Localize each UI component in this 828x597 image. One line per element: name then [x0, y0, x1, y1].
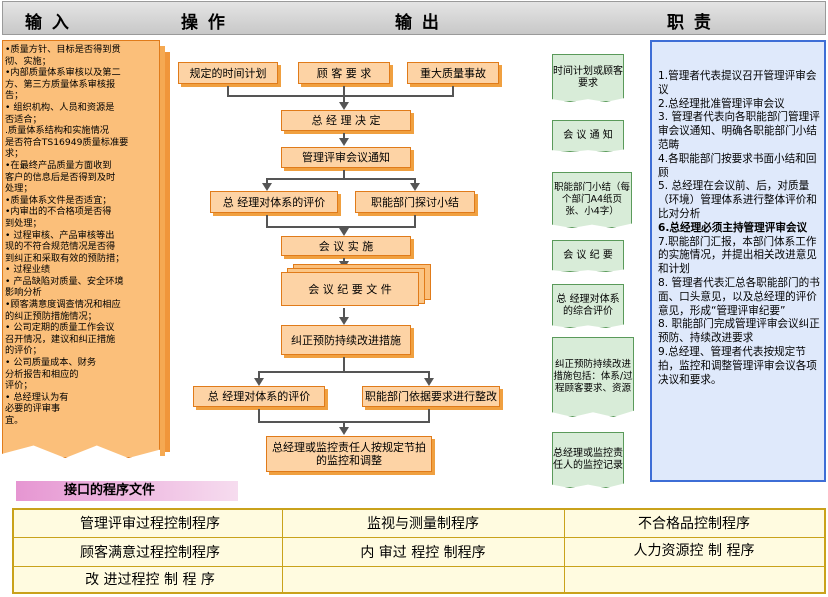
- arrow-head: [339, 102, 349, 110]
- trigger-schedule: 规定的时间计划: [178, 62, 278, 84]
- connector: [343, 258, 345, 262]
- trigger-quality-incident: 重大质量事故: [407, 62, 499, 84]
- output-gm-evaluation: 总 经理对体系的综合评价: [552, 284, 624, 328]
- responsibility-item: 1.管理者代表提议召开管理评审会议: [658, 70, 817, 96]
- connector: [258, 371, 430, 373]
- input-page-shadow: [160, 46, 165, 456]
- procedure-cell[interactable]: 内 审过 程控 制程序: [360, 545, 486, 561]
- output-corrective-measures: 纠正预防持续改进措施包括：体系/过程顾客要求、资源: [552, 337, 634, 417]
- connector: [343, 357, 345, 371]
- connector: [428, 371, 430, 379]
- arrow-head: [410, 183, 420, 191]
- procedure-cell[interactable]: 人力资源控 制 程序: [633, 543, 755, 559]
- responsibility-item: 5. 总经理在会议前、后，对质量（环境）管理体系进行整体评价和比对分析: [658, 180, 817, 220]
- step-gm-system-evaluation: 总 经理对体系的评价: [193, 386, 325, 407]
- connector: [266, 215, 268, 227]
- header-responsibility: 职 责: [667, 13, 713, 33]
- header-operation: 操 作: [181, 13, 227, 33]
- responsibility-item: 8. 管理者代表汇总各职能部门的书面、口头意见，以及总经理的评价意见，形成“管理…: [658, 276, 820, 317]
- input-list: •质量方针、目标是否得到贯 彻、实施； •内部质量体系审核以及第二 方、第三方质…: [5, 44, 129, 426]
- step-meeting-held: 会 议 实 施: [281, 236, 411, 256]
- responsibility-item: 8. 职能部门完成管理评审会议纠正预防、持续改进要求: [658, 318, 820, 345]
- responsibility-item: 6.总经理必须主持管理评审会议: [658, 221, 808, 234]
- step-gm-evaluation: 总 经理对体系的评价: [210, 191, 338, 213]
- output-minutes: 会 议 纪 要: [552, 240, 624, 272]
- step-meeting-notice: 管理评审会议通知: [281, 147, 411, 168]
- connector: [266, 226, 416, 228]
- table-divider: [12, 566, 826, 567]
- connector: [343, 226, 345, 229]
- procedure-cell[interactable]: 管理评审过程控制程序: [80, 516, 220, 532]
- arrow-head: [262, 183, 272, 191]
- connector: [343, 86, 345, 96]
- connector: [343, 308, 345, 318]
- connector: [428, 409, 430, 422]
- arrow-head: [254, 378, 264, 386]
- trigger-customer: 顾 客 要 求: [298, 62, 390, 84]
- connector: [343, 170, 345, 178]
- arrow-head: [339, 228, 349, 236]
- header-bar: 输 入 操 作 输 出 职 责: [2, 1, 826, 35]
- procedure-cell[interactable]: 不合格品控制程序: [638, 516, 750, 532]
- responsibility-item: 9.总经理、管理者代表按规定节拍，监控和调整管理评审会议各项决议和要求。: [658, 345, 817, 386]
- connector: [414, 215, 416, 227]
- table-divider: [564, 508, 565, 594]
- connector: [266, 178, 268, 184]
- arrow-head: [339, 427, 349, 435]
- step-dept-rectification: 职能部门依据要求进行整改: [362, 386, 500, 407]
- output-meeting-notice: 会 议 通 知: [552, 120, 624, 152]
- responsibility-item: 4.各职能部门按要求书面小结和回顾: [658, 152, 817, 179]
- connector: [414, 178, 416, 184]
- responsibility-item: 7.职能部门汇报，本部门体系工作的实施情况，并提出相关改进意见和计划: [658, 235, 817, 276]
- step-monitoring-adjustment: 总经理或监控责任人按规定节拍的监控和调整: [266, 436, 432, 472]
- connector: [227, 86, 229, 96]
- step-gm-decision: 总 经 理 决 定: [281, 110, 411, 131]
- procedure-cell[interactable]: 监视与测量制程序: [367, 516, 479, 532]
- responsibility-panel: [650, 40, 826, 482]
- step-corrective-actions: 纠正预防持续改进措施: [281, 325, 411, 355]
- input-page-shadow: [165, 52, 170, 452]
- header-input: 输 入: [25, 13, 71, 33]
- table-divider: [12, 537, 826, 538]
- procedures-table: [12, 508, 826, 594]
- connector: [452, 86, 454, 96]
- output-schedule: 时间计划或顾客要求: [552, 54, 624, 102]
- output-dept-summary: 职能部门小结（每个部门A4纸页张、小4字）: [552, 172, 632, 228]
- table-divider: [282, 508, 283, 594]
- responsibility-item: 3. 管理者代表向各职能部门管理评审会议通知、明确各职能部门小结范畴: [658, 111, 820, 151]
- responsibility-list: 1.管理者代表提议召开管理评审会议 2.总经理批准管理评审会议 3. 管理者代表…: [658, 70, 820, 387]
- connector: [343, 133, 345, 139]
- procedure-cell[interactable]: 顾客满意过程控制程序: [80, 545, 220, 561]
- arrow-head: [424, 378, 434, 386]
- connector: [343, 421, 345, 428]
- connector: [258, 371, 260, 379]
- connector: [227, 95, 454, 97]
- connector: [258, 409, 260, 422]
- connector: [343, 95, 345, 103]
- responsibility-item: 2.总经理批准管理评审会议: [658, 97, 785, 110]
- connector: [266, 178, 416, 180]
- interface-title: 接口的程序文件: [16, 481, 238, 501]
- header-output: 输 出: [395, 13, 441, 33]
- arrow-head: [339, 317, 349, 325]
- arrow-head: [339, 138, 349, 146]
- step-dept-summary: 职能部门探讨小结: [355, 191, 475, 213]
- input-document: [2, 40, 160, 458]
- step-minutes-document: 会 议 纪 要 文 件: [281, 272, 419, 306]
- output-monitoring-record: 总经理或监控责任人的监控记录: [552, 432, 624, 488]
- procedure-cell[interactable]: 改 进过程控 制 程 序: [85, 572, 215, 588]
